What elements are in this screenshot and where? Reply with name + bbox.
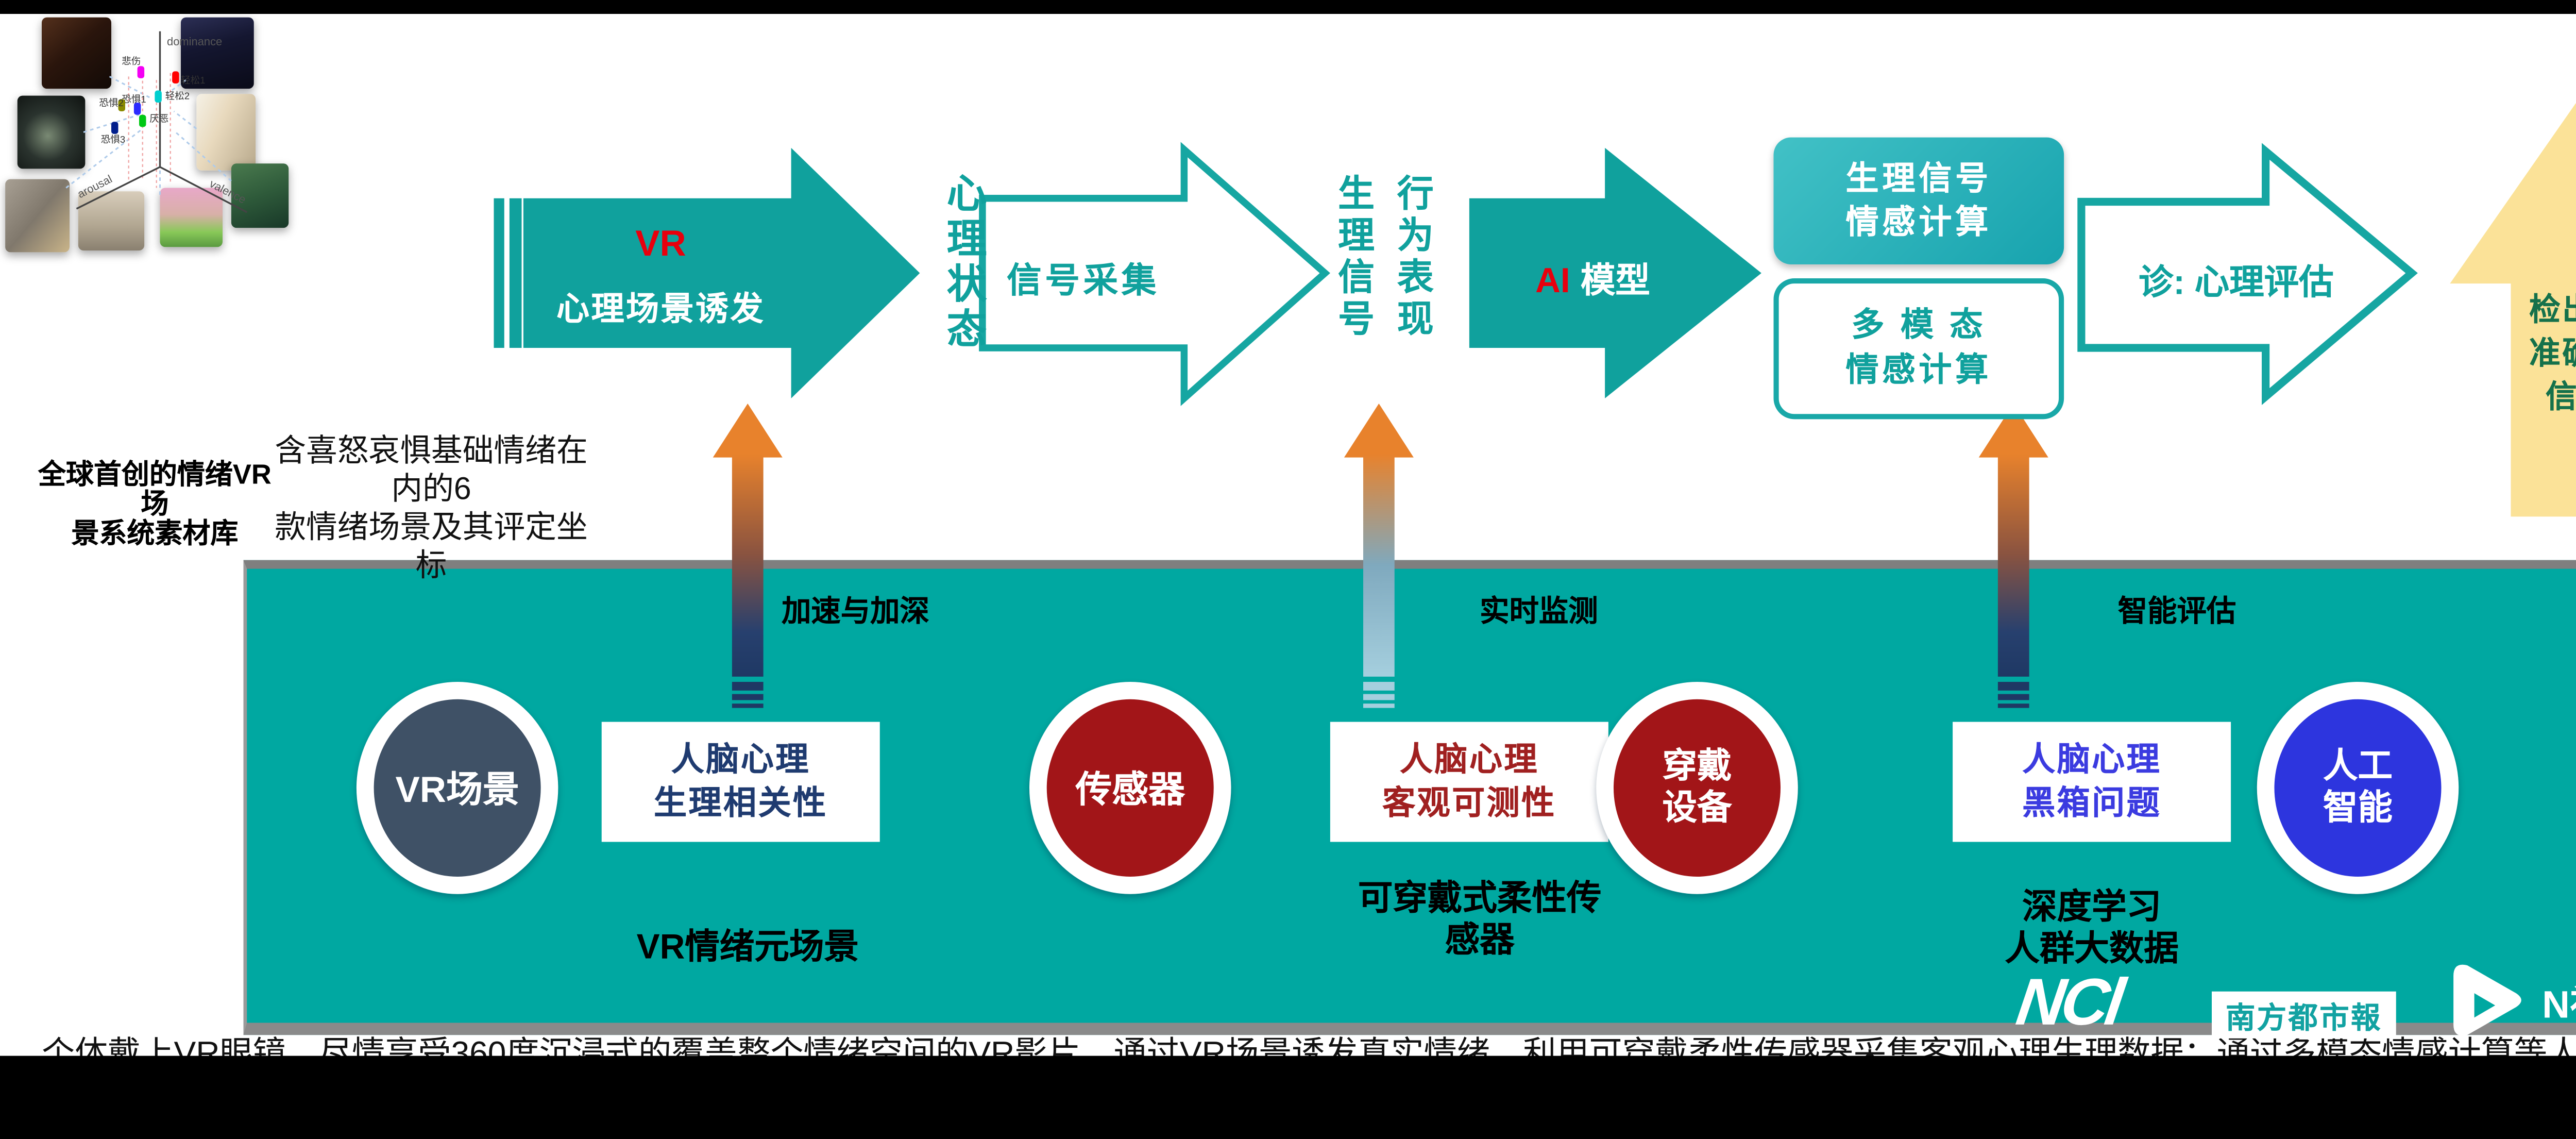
living-room-scene-thumbnail (196, 94, 256, 171)
box1-line1: 人脑心理 (671, 742, 810, 779)
forest-pond-scene-thumbnail (231, 163, 289, 228)
circle-artificial-intelligence: 人工 智能 (2257, 682, 2459, 894)
step1-highlight: VR (635, 224, 686, 264)
circle-vr-scene-label: VR场景 (374, 699, 541, 877)
dungeon-scene-thumbnail (42, 17, 111, 89)
state-behavioral: 行为表现 (1393, 174, 1433, 341)
collage-caption-line2: 景系统素材库 (71, 520, 239, 550)
lead-stripe-2 (509, 198, 522, 348)
result-box-physio-affect: 生理信号 情感计算 (1773, 137, 2064, 264)
outcome-metrics: 检出率 准确率 信度 (2490, 289, 2576, 419)
label-deep-learning-big-data: 深度学习 人群大数据 (2005, 889, 2179, 969)
arrow-vr-induction (523, 147, 920, 398)
svg-text:恐惧2: 恐惧2 (99, 97, 123, 108)
box-black-box-problem: 人脑心理 黑箱问题 (1953, 722, 2231, 842)
outcome-line2: 准确率 (2529, 336, 2576, 371)
southern-metropolis-monogram-logo: NCl (2012, 967, 2126, 1041)
stage-label-realtime: 实时监测 (1480, 595, 1598, 628)
collage-note-line2: 款情绪场景及其评定坐标 (275, 509, 588, 583)
step2-label: 信号采集 (1007, 262, 1160, 301)
collage-note: 含喜怒哀惧基础情绪在内的6 款情绪场景及其评定坐标 (261, 431, 602, 584)
box-objective-measurability: 人脑心理 客观可测性 (1330, 722, 1608, 842)
step3-label: AI 模型 (1462, 252, 1723, 303)
result1-line1: 生理信号 (1845, 161, 1992, 198)
svg-text:轻松2: 轻松2 (165, 90, 190, 101)
lead-stripe-1 (494, 198, 504, 348)
label-wearable-flexible-sensor: 可穿戴式柔性传 感器 (1358, 880, 1602, 960)
circle-sensor: 传感器 (1029, 682, 1231, 894)
n-video-play-icon (2453, 964, 2521, 1036)
circle-wearable-label: 穿戴 设备 (1614, 699, 1781, 877)
night-city-scene-thumbnail (181, 17, 254, 89)
step4-label: 诊: 心理评估 (2138, 264, 2334, 303)
n-video-logo-text: N视频 (2542, 982, 2576, 1027)
southern-metropolis-daily-logo: 南方都市報 (2212, 991, 2396, 1038)
step3-text: 模型 (1580, 262, 1650, 301)
drop-lines (128, 70, 171, 188)
result2-line2: 情感计算 (1845, 352, 1992, 389)
box2-line2: 客观可测性 (1382, 785, 1556, 822)
food-table-scene-thumbnail (5, 179, 70, 253)
svg-text:悲伤: 悲伤 (122, 56, 141, 66)
stage-label-accelerate: 加速与加深 (782, 595, 929, 628)
sepia-hall-scene-thumbnail (78, 191, 145, 250)
label-vr-emotion-meta-scene: VR情绪元场景 (636, 929, 859, 967)
step1-label: 心理场景诱发 (556, 292, 765, 329)
step3-highlight: AI (1535, 262, 1570, 301)
cartoon-valley-scene-thumbnail (160, 188, 223, 247)
svg-text:恐惧1: 恐惧1 (122, 94, 146, 105)
result-box-multimodal-affect: 多 模 态 情感计算 (1773, 278, 2064, 420)
circle-vr-scene: VR场景 (356, 682, 558, 894)
collage-note-line1: 含喜怒哀惧基础情绪在内的6 (275, 433, 588, 507)
box3-line2: 黑箱问题 (2022, 785, 2162, 822)
circle-sensor-label: 传感器 (1046, 699, 1214, 877)
svg-text:恐惧3: 恐惧3 (101, 134, 125, 145)
circle-ai-label: 人工 智能 (2274, 699, 2442, 877)
box1-line2: 生理相关性 (653, 785, 828, 822)
outcome-line3: 信度 (2546, 379, 2576, 414)
state-physiological-signal: 生理信号 (1333, 174, 1374, 341)
top-black-bar (0, 0, 2576, 14)
result1-line2: 情感计算 (1845, 204, 1992, 241)
box-brain-physio-correlation: 人脑心理 生理相关性 (601, 722, 880, 842)
circle-wearable-device: 穿戴 设备 (1596, 682, 1798, 894)
outcome-line1: 检出率 (2529, 292, 2576, 327)
stage-label-intelligent: 智能评估 (2117, 595, 2236, 628)
bottom-black-bar (0, 1056, 2576, 1139)
box2-line1: 人脑心理 (1399, 742, 1539, 779)
collage-caption: 全球首创的情绪VR场 景系统素材库 (24, 461, 285, 549)
ghost-corridor-scene-thumbnail (17, 95, 86, 169)
collage-caption-line1: 全球首创的情绪VR场 (38, 461, 272, 521)
result2-line1: 多 模 态 (1851, 307, 1987, 344)
state-psychological: 心理状态 (940, 172, 986, 354)
box3-line1: 人脑心理 (2022, 742, 2162, 779)
svg-text:厌恶: 厌恶 (149, 113, 168, 124)
